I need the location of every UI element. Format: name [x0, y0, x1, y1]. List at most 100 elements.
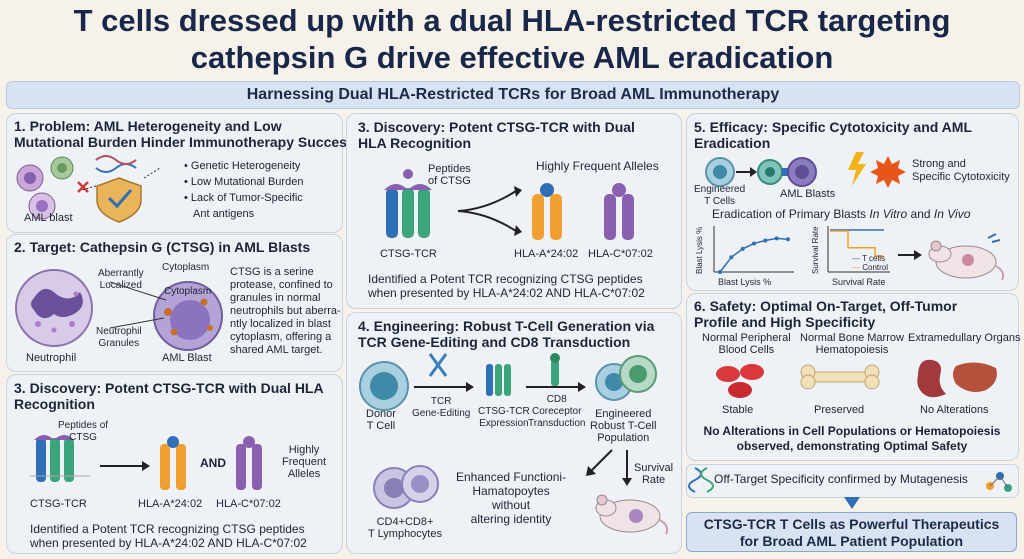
conclusion-box: CTSG-TCR T Cells as Powerful Therapeutic… — [686, 512, 1017, 552]
tcr-editing-label: TCR Gene-Editing — [412, 396, 471, 419]
preserved-label: Preserved — [814, 404, 865, 416]
down-arrow-icon — [844, 497, 860, 509]
aml-heterogeneity-icon — [16, 155, 161, 223]
engineered-population-icon — [595, 355, 657, 401]
surv-y-label: Survival Rate — [811, 226, 820, 274]
legend-t-cells: — T cells — [852, 254, 886, 263]
lightning-icon — [848, 152, 906, 188]
arrow-icon-6 — [898, 250, 922, 260]
engineered-t-cells-label: Engineered T Cells — [694, 184, 746, 207]
problem-bullet-continued: Ant antigens — [193, 208, 255, 220]
donor-t-cell-icon — [359, 361, 409, 411]
hla-c-icon — [236, 436, 262, 490]
discovery-finding: Identified a Potent TCR recognizing CTSG… — [30, 522, 307, 550]
hla-c-label: HLA-C*07:02 — [216, 498, 281, 510]
discovery-finding-2: Identified a Potent TCR recognizing CTSG… — [368, 272, 645, 300]
panel-discovery-left — [6, 374, 343, 554]
title-line-2: cathepsin G drive effective AML eradicat… — [190, 40, 834, 75]
panel-3a-title: 3. Discovery: Potent CTSG-TCR with Dual … — [14, 380, 324, 412]
survival-chart — [827, 226, 890, 273]
banner: Harnessing Dual HLA-Restricted TCRs for … — [6, 81, 1020, 109]
enhanced-function-label: Enhanced Functioni- Hamatopoytes without… — [456, 470, 567, 526]
tcr-expression-icon — [486, 364, 511, 396]
cytoplasm-inner-label: Cytoplasm — [164, 286, 212, 297]
donor-label: Donor T Cell — [366, 408, 396, 432]
panel-4-title: 4. Engineering: Robust T-Cell Generation… — [358, 318, 655, 350]
aml-blast-label: AML blast — [24, 212, 73, 224]
mouse-icon — [595, 494, 669, 535]
cytotoxicity-label: Strong and Specific Cytotoxicity — [912, 158, 1010, 183]
legend-control: — Control — [852, 263, 889, 272]
lysis-point — [763, 238, 768, 243]
aml-blasts-label: AML Blasts — [780, 188, 836, 200]
no-alterations-label: No Alterations — [920, 404, 989, 416]
split-arrows-icon — [457, 186, 522, 236]
granules-label: Neutrophil Granules — [96, 326, 142, 349]
bone-icon — [800, 364, 880, 390]
problem-bullets: Genetic Heterogeneity Low Mutational Bur… — [184, 158, 304, 206]
arrow-icon-3 — [526, 382, 586, 392]
hla-a-icon — [160, 436, 186, 490]
col-blood-label: Normal Peripheral Blood Cells — [702, 332, 791, 356]
ctsg-description: CTSG is a serine protease, confined to g… — [230, 266, 341, 356]
cytoplasm-top-label: Cytoplasm — [162, 262, 210, 273]
panel-6-title: 6. Safety: Optimal On-Target, Off-Tumor … — [694, 298, 958, 330]
cd8-label: CD8 Coreceptor Transduction — [528, 394, 586, 429]
col-marrow-label: Normal Bone Marrow Hematopoiesis — [800, 332, 904, 356]
scissors-icon — [428, 353, 448, 377]
organs-icon — [917, 359, 997, 398]
off-target-label: Off-Target Specificity confirmed by Muta… — [714, 472, 968, 486]
aberrantly-label: Aberrantly Localized — [98, 268, 144, 291]
survival-rate-label: Survival Rate — [634, 462, 674, 486]
surv-x-label: Survival Rate — [832, 277, 886, 287]
mouse-icon-2 — [928, 233, 1005, 281]
lysis-point — [729, 255, 734, 260]
arrow-icon — [100, 461, 150, 471]
hla-a-label-2: HLA-A*24:02 — [514, 248, 579, 260]
cd4-cd8-label: CD4+CD8+ T Lymphocytes — [368, 516, 442, 540]
safety-summary: No Alterations in Cell Populations or He… — [703, 424, 1001, 453]
blast-lysis-chart — [713, 226, 794, 274]
frequent-alleles-label: Highly Frequent Alleles — [282, 444, 327, 480]
lysis-y-label: Blast Lysis % — [695, 226, 704, 274]
peptides-label: Peptides of CTSG — [58, 420, 109, 443]
survival-legend: — T cells — Control — [852, 254, 888, 272]
title-line-1: T cells dressed up with a dual HLA-restr… — [73, 3, 951, 38]
lysis-point — [718, 270, 722, 274]
neutrophil-label: Neutrophil — [26, 352, 77, 364]
ctsg-tcr-icon — [30, 435, 90, 482]
eradication-label: Eradication of Primary Blasts In Vitro a… — [712, 207, 971, 221]
engineered-label: Engineered Robust T-Cell Population — [590, 408, 657, 444]
aml-blast-cell-icon — [109, 281, 223, 351]
blood-cells-icon — [716, 364, 764, 398]
surv-line-control — [830, 230, 884, 257]
lysis-point — [740, 246, 745, 251]
hla-c-label-2: HLA-C*07:02 — [588, 248, 653, 260]
arrow-icon-4 — [586, 449, 613, 476]
lysis-point — [752, 241, 756, 246]
panel-3b-title: 3. Discovery: Potent CTSG-TCR with Dual … — [358, 119, 635, 151]
and-label: AND — [200, 456, 226, 470]
peptides-label-2: Peptides of CTSG — [428, 163, 471, 187]
stable-label: Stable — [722, 404, 754, 416]
panel-2-title: 2. Target: Cathepsin G (CTSG) in AML Bla… — [14, 239, 311, 255]
hla-a-icon-2 — [532, 183, 562, 240]
hla-a-label: HLA-A*24:02 — [138, 498, 203, 510]
lysis-point — [774, 236, 779, 241]
panel-5-title: 5. Efficacy: Specific Cytotoxicity and A… — [694, 119, 972, 151]
lysis-point — [786, 237, 790, 242]
cd8-icon — [550, 353, 560, 386]
figure-title: T cells dressed up with a dual HLA-restr… — [0, 2, 1024, 76]
molecule-icon — [986, 472, 1012, 492]
tcr-label: CTSG-TCR — [30, 498, 87, 510]
aml-blast-label-2: AML Blast — [162, 352, 212, 364]
arrow-icon-2 — [414, 382, 474, 392]
engineered-t-cells-icon — [705, 157, 817, 187]
tcr-label-2: CTSG-TCR — [380, 248, 437, 260]
neutrophil-icon — [15, 269, 93, 347]
hla-c-icon-2 — [604, 183, 634, 240]
highly-frequent-label: Highly Frequent Alleles — [536, 159, 659, 173]
cd4-cd8-cells-icon — [373, 465, 439, 509]
arrow-icon-5 — [622, 450, 632, 486]
expression-label: CTSG-TCR Expression — [478, 406, 530, 429]
